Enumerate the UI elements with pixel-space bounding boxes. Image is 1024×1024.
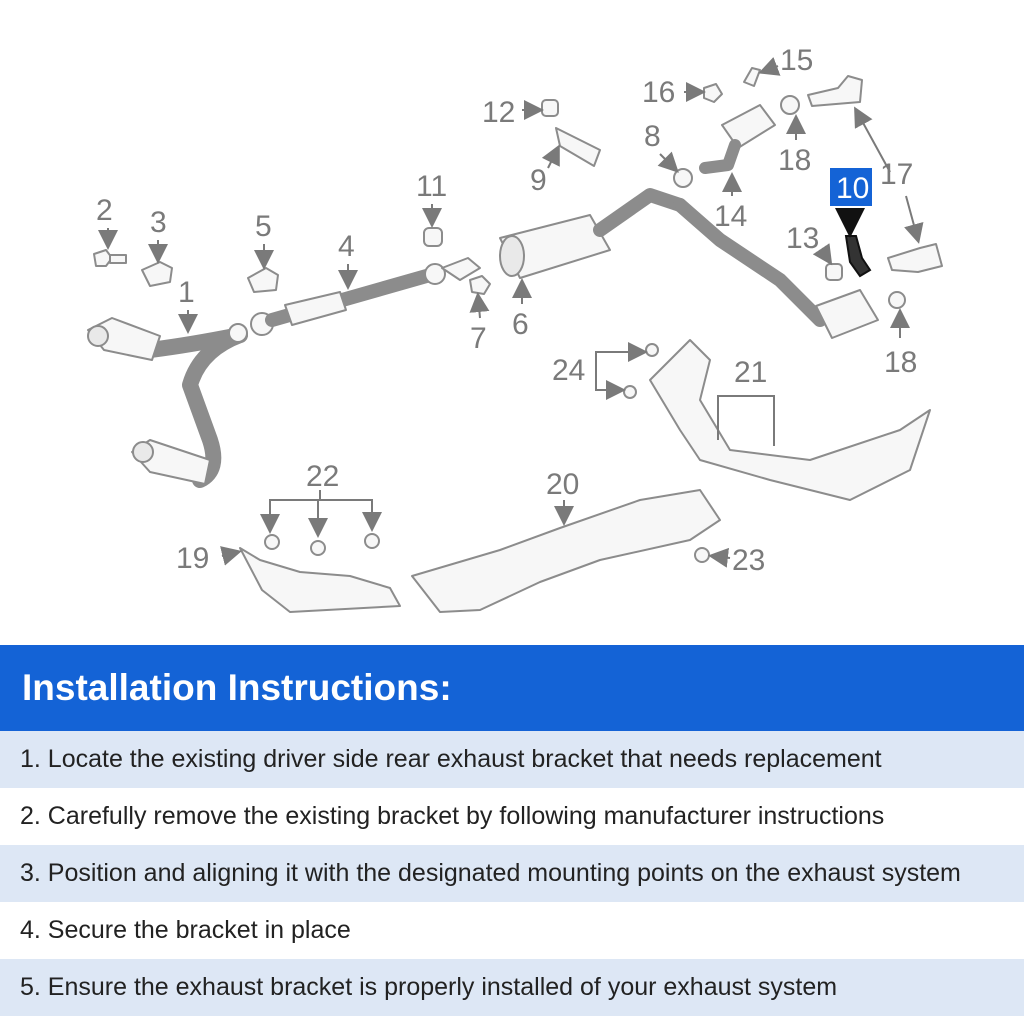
callout-21: 21 (734, 356, 767, 389)
heat-shield-part-19 (239, 547, 401, 613)
heat-shield-part-20 (411, 489, 721, 613)
y-pipe-with-catalytic-converters (87, 317, 248, 488)
instruction-step: 5. Ensure the exhaust bracket is properl… (0, 959, 1024, 1016)
clip-part-3 (141, 261, 173, 287)
bolt-part-2 (93, 249, 127, 267)
callout-20: 20 (546, 468, 579, 501)
callout-7: 7 (470, 322, 487, 355)
instruction-step: 1. Locate the existing driver side rear … (0, 731, 1024, 788)
callout-13: 13 (786, 222, 819, 255)
hanger-part-15 (743, 67, 761, 87)
callout-15: 15 (780, 44, 813, 77)
callout-10: 10 (836, 172, 869, 205)
callout-17: 17 (880, 158, 913, 191)
callout-8: 8 (644, 120, 661, 153)
callout-11: 11 (416, 170, 447, 203)
hanger-part-11 (423, 227, 443, 247)
callout-9: 9 (530, 164, 547, 197)
isolator-part-12 (541, 99, 559, 117)
installation-instructions: Installation Instructions: 1. Locate the… (0, 645, 1024, 1024)
gasket-flange (441, 257, 481, 281)
clamp-part-8 (673, 168, 693, 188)
callout-6: 6 (512, 308, 529, 341)
callout-22: 22 (306, 460, 339, 493)
callout-1: 1 (178, 276, 195, 309)
exhaust-bracket-part-10 (844, 235, 872, 278)
callout-14: 14 (714, 200, 747, 233)
callout-18-upper: 18 (778, 144, 811, 177)
instructions-title: Installation Instructions: (22, 667, 452, 708)
instructions-header: Installation Instructions: (0, 645, 1024, 731)
callout-23: 23 (732, 544, 765, 577)
heat-shield-part-21 (649, 339, 931, 501)
fasteners (264, 343, 710, 563)
nut-part-7 (469, 275, 491, 295)
nut-part-16 (703, 83, 723, 103)
callout-18-lower: 18 (884, 346, 917, 379)
muffler (499, 188, 687, 279)
isolator-part-13 (825, 263, 843, 281)
callout-10-highlight-box (830, 168, 872, 206)
intermediate-pipe (250, 263, 446, 336)
callout-16: 16 (642, 76, 675, 109)
bracket-part-9 (555, 127, 601, 167)
callout-2: 2 (96, 194, 113, 227)
callout-3: 3 (150, 206, 167, 239)
instruction-step: 2. Carefully remove the existing bracket… (20, 802, 885, 830)
callout-4: 4 (338, 230, 355, 263)
instruction-step: 4. Secure the bracket in place (20, 916, 351, 944)
callout-5: 5 (255, 210, 272, 243)
exhaust-tip-lower (887, 243, 943, 273)
callout-19: 19 (176, 542, 209, 575)
tail-pipe (673, 198, 906, 339)
instruction-step: 3. Position and aligning it with the des… (0, 845, 1024, 902)
callout-24: 24 (552, 354, 585, 387)
clip-part-5 (247, 267, 279, 293)
callout-12: 12 (482, 96, 515, 129)
exhaust-system-diagram: 2 3 5 4 1 11 12 9 6 7 8 14 16 15 18 17 1… (87, 44, 943, 613)
